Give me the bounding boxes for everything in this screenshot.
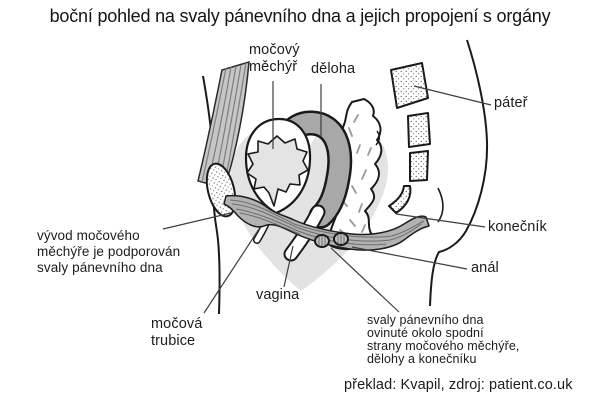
leader-outlet-note — [162, 212, 232, 230]
leader-vagina — [283, 245, 294, 288]
label-urethra: močová trubice — [151, 316, 203, 349]
label-uterus: děloha — [311, 61, 356, 77]
leader-urethra — [203, 228, 260, 314]
label-bladder: močový měchýř — [249, 42, 300, 75]
note-bladder-outlet: vývod močového měchýře je podporován sva… — [37, 228, 181, 275]
label-vagina: vagina — [256, 287, 300, 303]
note-pelvic-floor: svaly pánevního dna ovinuté okolo spodní… — [367, 313, 520, 366]
buttock-crease-outline — [437, 187, 444, 223]
leader-anus — [351, 246, 468, 270]
label-spine: páteř — [494, 95, 528, 111]
back-outline — [429, 39, 489, 307]
spine-vertebrae — [388, 62, 431, 214]
credit-line: překlad: Kvapil, zdroj: patient.co.uk — [344, 377, 573, 393]
label-rectum: konečník — [488, 219, 547, 235]
bladder-shape — [244, 117, 312, 215]
anal-sphincter — [314, 232, 349, 248]
leader-floor-note — [330, 247, 400, 313]
leader-spine — [413, 85, 492, 106]
leader-rectum — [395, 213, 486, 228]
label-anus: anál — [471, 260, 499, 276]
diagram-title: boční pohled na svaly pánevního dna a je… — [49, 6, 551, 26]
leader-lines — [162, 81, 492, 314]
